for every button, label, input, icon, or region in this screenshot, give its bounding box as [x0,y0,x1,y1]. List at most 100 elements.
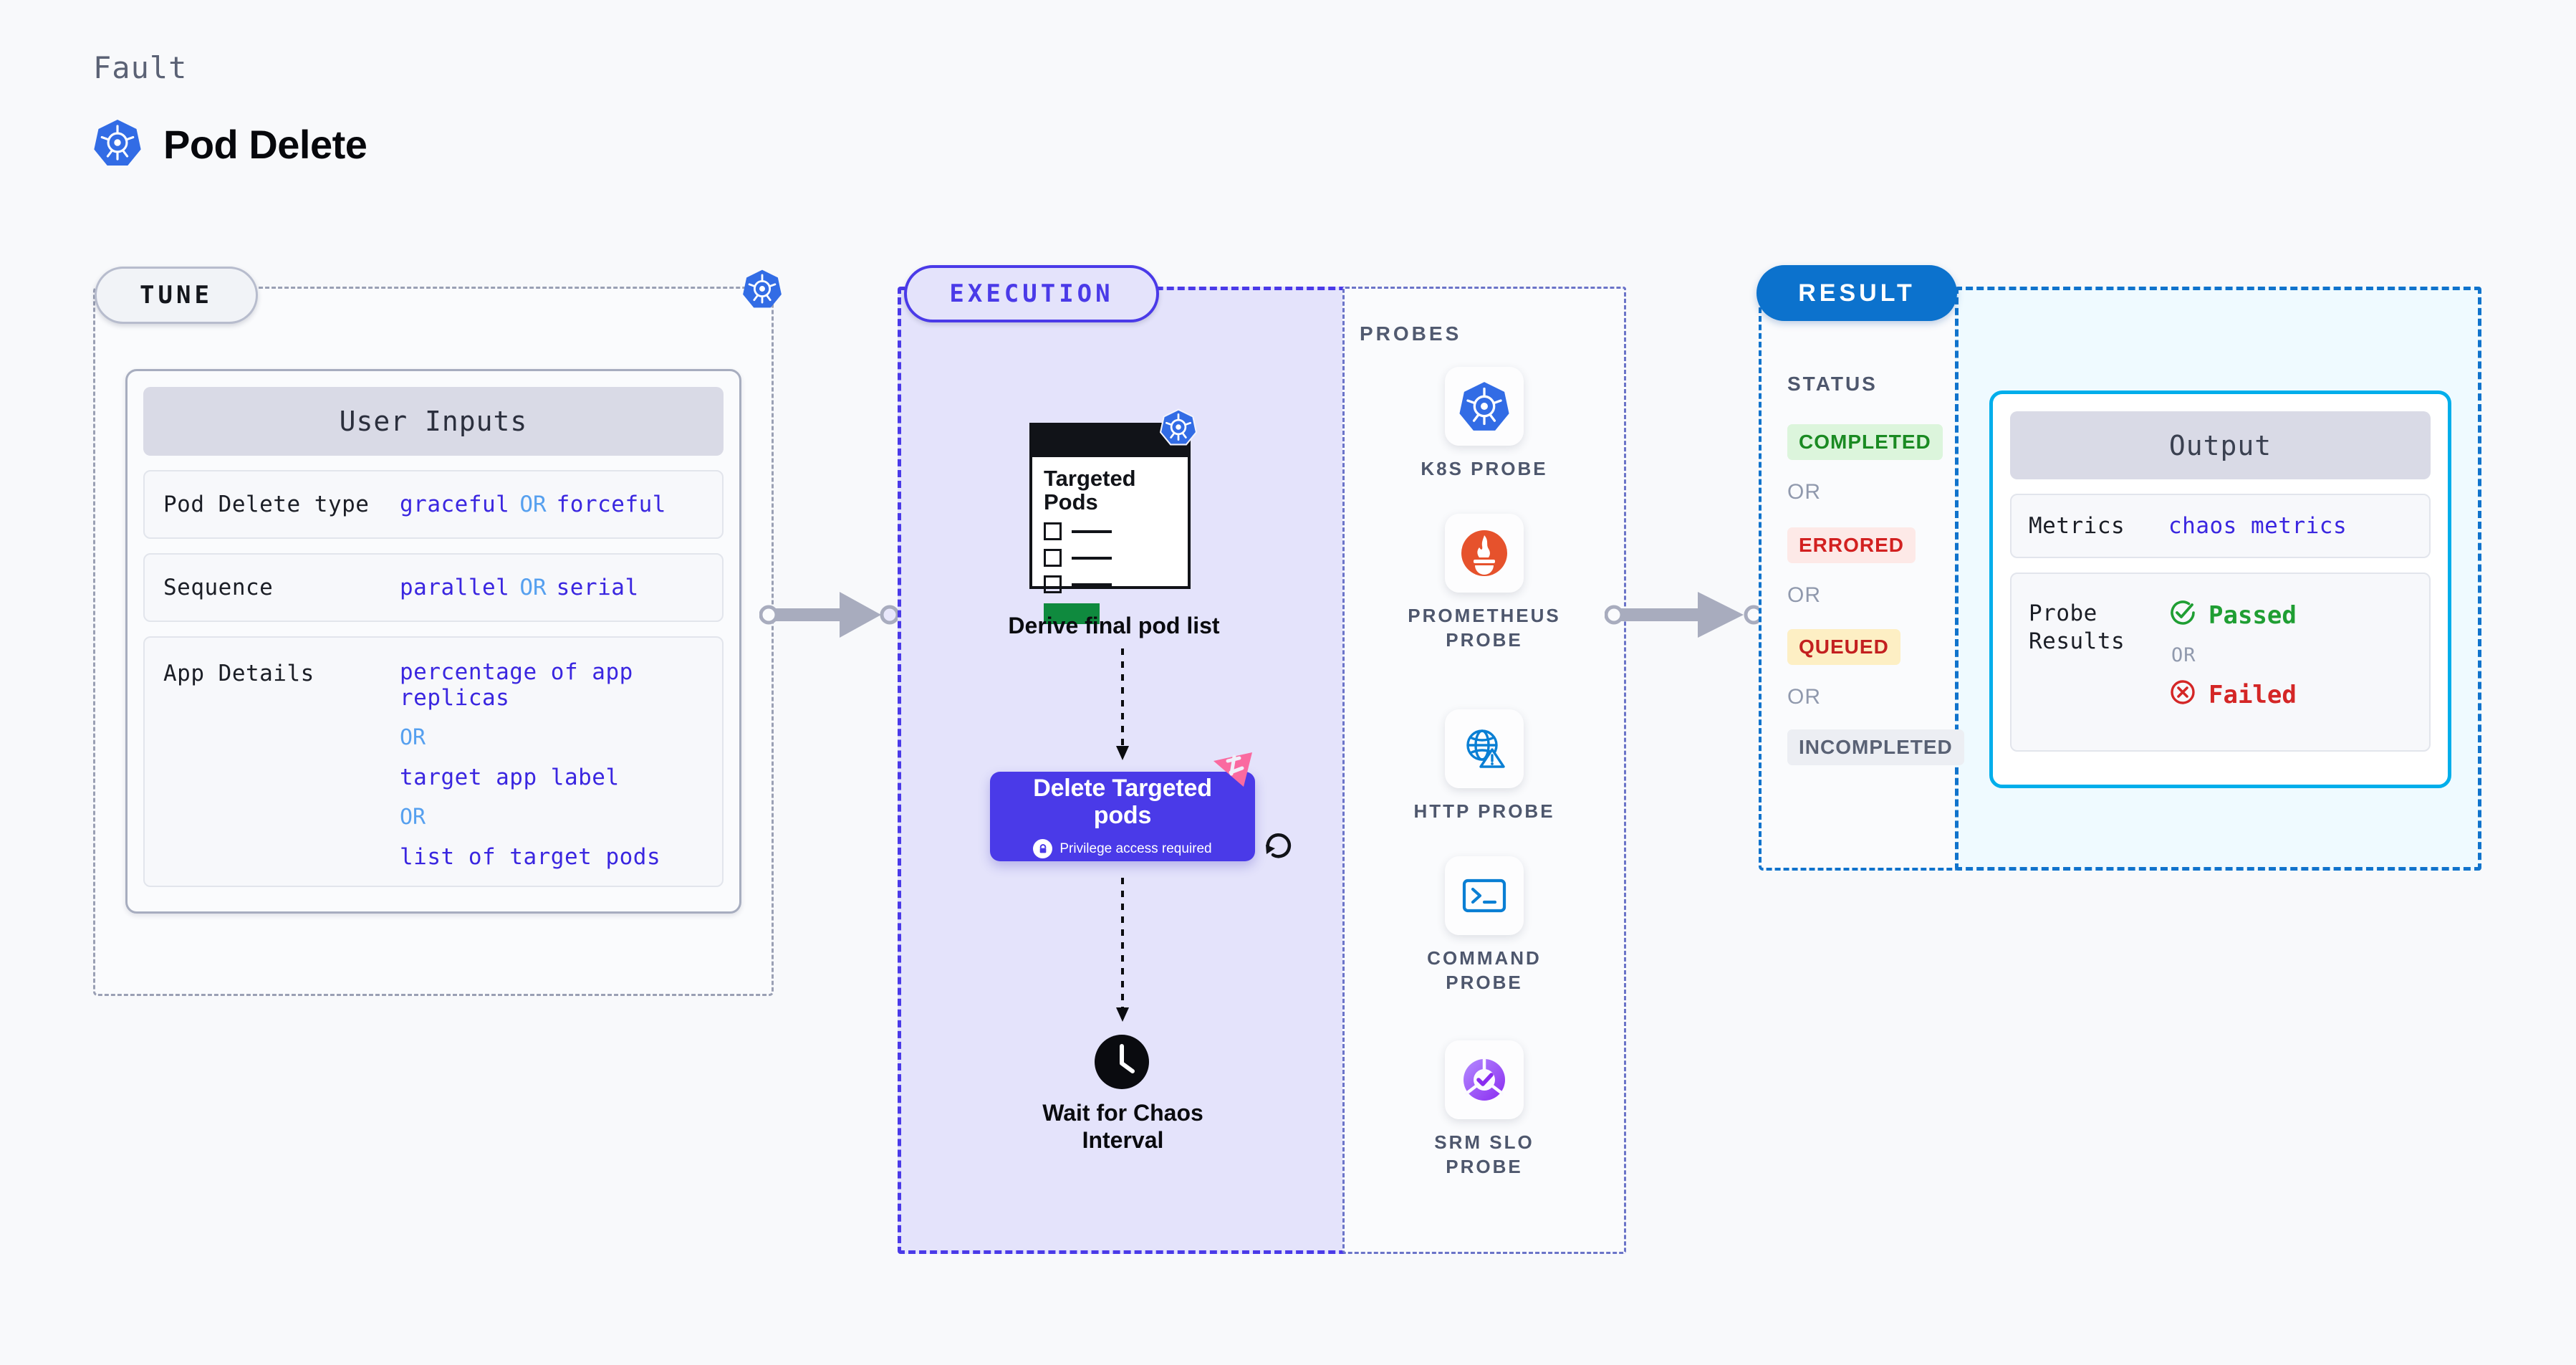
status-section-label: STATUS [1787,373,1878,395]
output-key: Metrics [2029,513,2125,539]
status-badge-completed: COMPLETED [1787,424,1943,460]
http-globe-icon [1445,709,1524,788]
kubernetes-icon [1159,408,1198,449]
x-circle-icon [2168,678,2197,712]
failed-label: Failed [2209,681,2297,709]
execution-pill-label: EXECUTION [904,265,1159,322]
probes-section-label: PROBES [1360,322,1462,345]
passed-label: Passed [2209,601,2297,630]
checkbox-icon [1044,549,1062,567]
or-separator: OR [400,725,426,750]
probe-label: COMMAND PROBE [1342,947,1626,995]
fault-eyebrow-label: Fault [93,50,188,85]
input-row-sequence[interactable]: Sequence parallel OR serial [143,553,724,622]
node-derive-pod-list[interactable]: Targeted Pods [1029,408,1198,625]
or-separator: OR [1787,583,1821,607]
line-placeholder [1072,583,1112,586]
node-title: Delete Targeted pods [1033,774,1212,829]
probe-label-line-2: PROBE [1446,628,1523,651]
output-row-probe-results[interactable]: Probe Results Passed OR [2010,573,2431,752]
input-key: Pod Delete type [163,492,370,517]
flow-arrow-down [1112,878,1133,1028]
status-badge-errored: ERRORED [1787,527,1916,563]
flow-arrow-down [1112,648,1133,767]
input-value: parallel [400,575,510,600]
probe-label: PROMETHEUS PROBE [1342,604,1626,653]
result-status-panel [1759,287,1959,871]
probe-label: K8S PROBE [1421,458,1548,479]
probe-label: HTTP PROBE [1413,800,1555,822]
lock-icon [1033,839,1053,859]
kubernetes-icon [1445,367,1524,446]
retry-loop-icon[interactable] [1259,825,1298,868]
result-pill-label: RESULT [1756,265,1957,321]
page-title: Pod Delete [163,122,367,167]
prometheus-icon [1445,514,1524,593]
probe-item-srm-slo[interactable]: SRM SLO PROBE [1342,1040,1626,1179]
input-value-alt: forceful [556,492,666,517]
input-value-alt: target app label [400,765,620,790]
check-circle-icon [2168,598,2197,633]
output-key-line-1: Probe [2029,600,2097,626]
probe-item-prometheus[interactable]: PROMETHEUS PROBE [1342,514,1626,653]
clock-icon [1094,1035,1150,1093]
kubernetes-icon [93,118,142,171]
or-separator: OR [400,805,426,830]
status-badge-queued: QUEUED [1787,629,1900,665]
output-row-metrics[interactable]: Metrics chaos metrics [2010,494,2431,558]
probe-label-line-1: PROMETHEUS [1408,605,1561,626]
input-value-alt: serial [556,575,639,600]
or-separator: OR [519,575,547,600]
input-row-app-details[interactable]: App Details percentage of app replicas O… [143,636,724,887]
input-key: Sequence [163,575,274,600]
input-value: percentage of app replicas [400,659,633,711]
title-line-2: Pods [1044,489,1098,514]
probe-label-line-2: PROBE [1446,971,1523,993]
line-placeholder [1072,530,1112,533]
probe-item-http[interactable]: HTTP PROBE [1342,709,1626,824]
node-delete-targeted-pods[interactable]: Delete Targeted pods Privilege access re… [990,772,1255,861]
fault-title-row: Pod Delete [93,118,367,171]
terminal-icon [1445,856,1524,935]
list-item [1044,575,1188,594]
probe-item-command[interactable]: COMMAND PROBE [1342,856,1626,995]
kubernetes-icon [742,269,782,312]
list-item [1044,522,1188,541]
output-header: Output [2010,411,2431,479]
input-key: App Details [163,661,314,686]
title-line-1: Targeted [1044,466,1136,491]
node-wait-chaos-interval[interactable] [1094,1034,1150,1093]
node-caption-derive-pod-list: Derive final pod list [1008,613,1220,638]
probe-result-passed: Passed [2168,598,2297,633]
node-subtitle-row: Privilege access required [1033,839,1212,859]
chaos-flag-icon [1212,751,1256,792]
srm-slo-icon [1445,1040,1524,1119]
input-value: graceful [400,492,510,517]
connector-execution-to-result [1604,586,1766,647]
probe-result-failed: Failed [2168,678,2297,712]
input-value-alt2: list of target pods [400,844,661,870]
targeted-pods-card: Targeted Pods [1029,423,1191,625]
checkbox-icon [1044,575,1062,594]
output-value: chaos metrics [2168,513,2347,539]
connector-tune-to-execution [759,586,900,647]
input-row-pod-delete-type[interactable]: Pod Delete type graceful OR forceful [143,470,724,539]
user-inputs-card: User Inputs Pod Delete type graceful OR … [125,369,741,914]
list-item [1044,549,1188,567]
or-separator: OR [519,492,547,517]
probe-label-line-2: PROBE [1446,1155,1523,1177]
status-badge-incompleted: INCOMPLETED [1787,729,1964,765]
caption-line-1: Wait for Chaos [1042,1100,1203,1126]
node-caption-wait-chaos-interval: Wait for Chaos Interval [989,1100,1257,1154]
node-subtitle-text: Privilege access required [1059,840,1212,856]
caption-line-2: Interval [1082,1126,1164,1153]
output-key: Probe Results [2029,598,2168,656]
probe-item-k8s[interactable]: K8S PROBE [1342,367,1626,482]
probe-label-line-1: COMMAND [1427,947,1542,969]
tune-pill-label: TUNE [95,267,258,324]
output-card: Output Metrics chaos metrics Probe Resul… [1989,391,2451,788]
checkbox-icon [1044,522,1062,541]
or-separator: OR [2171,644,2196,666]
probe-label-line-1: SRM SLO [1434,1131,1534,1153]
